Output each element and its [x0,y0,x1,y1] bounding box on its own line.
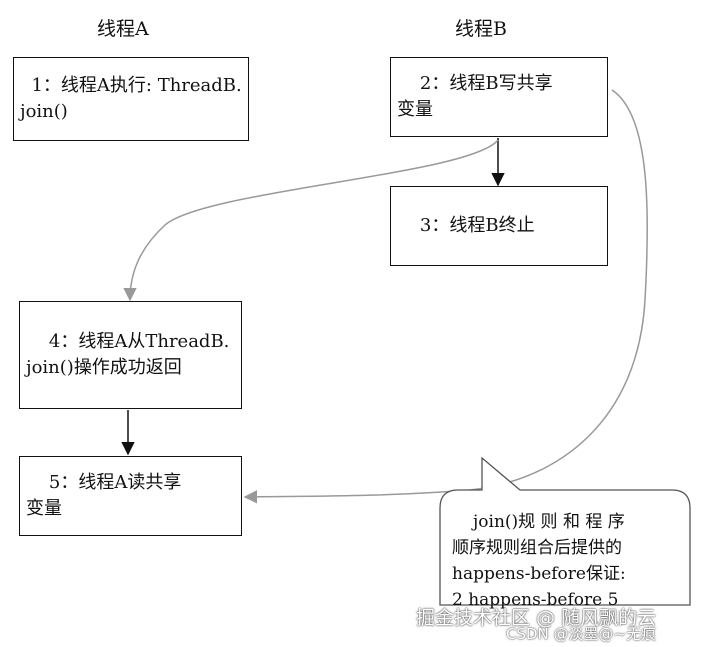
box-5-line-2: 变量 [26,498,62,519]
box-5-line-1: 5：线程A读共享 [26,472,182,493]
thread-b-header: 线程B [455,18,507,40]
arrow-2-to-5 [243,89,649,504]
note-line-4: 2 happens-before 5 [452,590,619,610]
arrow-2-to-4 [123,139,499,302]
note-line-2: 顺序规则组合后提供的 [452,538,622,558]
watermark-juejin: 掘金技术社区 @ 随风飘的云 [416,607,657,629]
thread-a-header: 线程A [97,18,149,40]
note-bubble [439,456,691,606]
box-2-line-1: 2：线程B写共享 [397,73,553,94]
box-2-thread-b-writes-shared-var: 2：线程B写共享 变量 [390,57,608,137]
box-4-line-1: 4：线程A从ThreadB. [26,331,230,352]
box-1-line-1: 1：线程A执行: ThreadB. [20,75,242,96]
box-1-thread-a-executes-join: 1：线程A执行: ThreadB. join() [13,57,249,141]
note-line-3: happens-before保证: [452,564,626,584]
note-line-1: join()规 则 和 程 序 [473,512,625,532]
box-1-line-2: join() [20,101,68,122]
box-4-line-2: join()操作成功返回 [26,357,182,378]
box-5-thread-a-reads-shared-var: 5：线程A读共享 变量 [19,456,242,536]
box-3-line-1: 3：线程B终止 [397,215,535,236]
watermark-csdn: CSDN @淡墨@~无痕 [506,625,657,643]
box-2-line-2: 变量 [397,99,433,120]
box-4-thread-a-returns-from-join: 4：线程A从ThreadB. join()操作成功返回 [19,301,242,409]
box-3-thread-b-terminates: 3：线程B终止 [390,186,608,266]
